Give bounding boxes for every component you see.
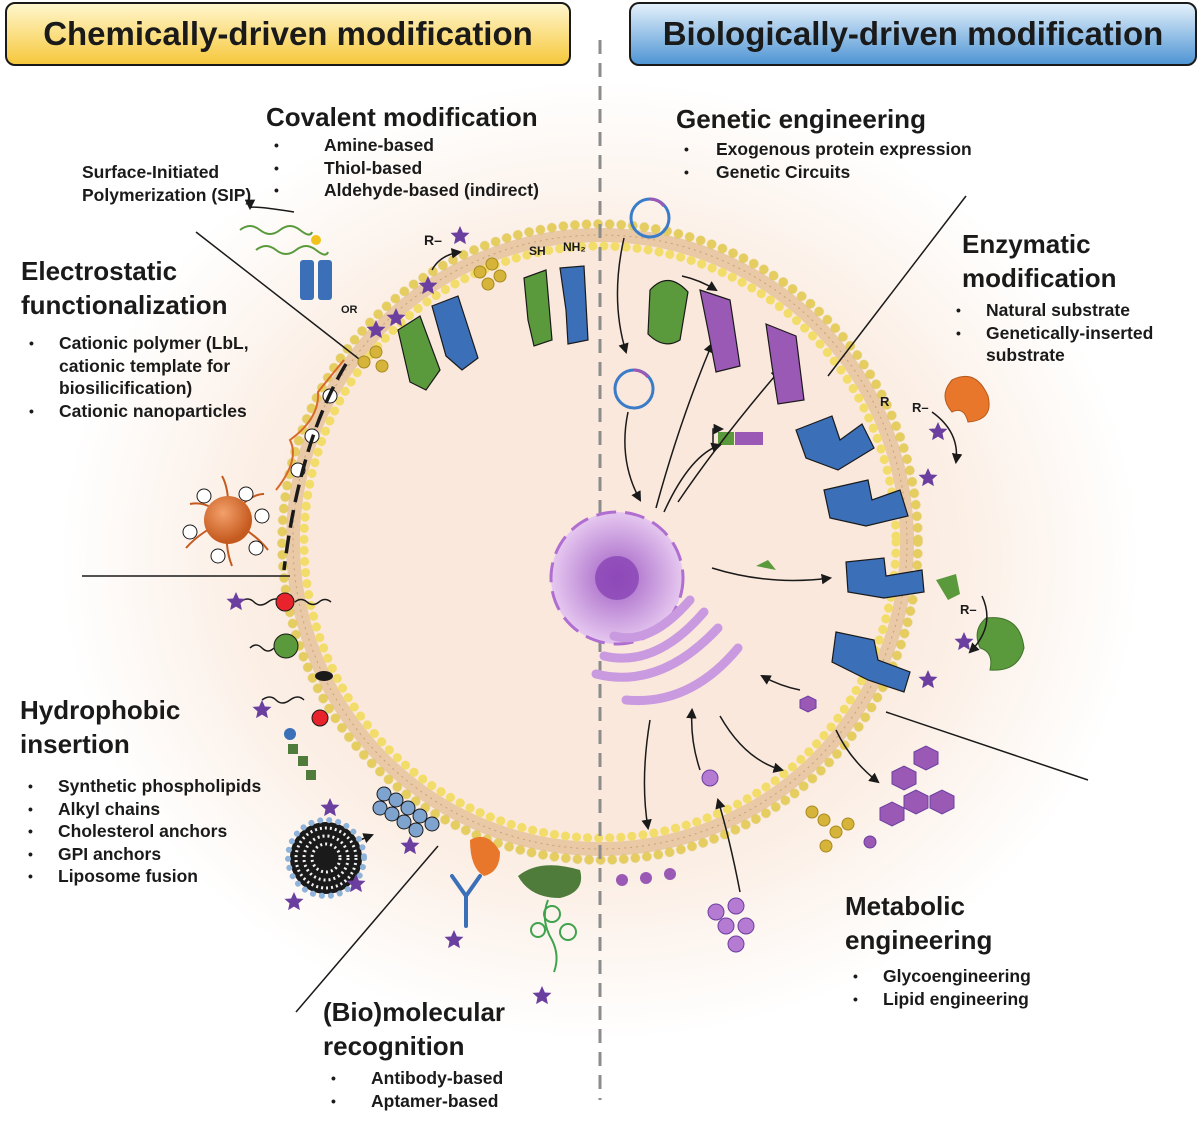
membrane-inner-heads bbox=[299, 241, 901, 843]
electrostatic-title-line2: functionalization bbox=[21, 290, 228, 320]
peptide-tag bbox=[936, 574, 960, 600]
nucleus bbox=[549, 510, 685, 646]
list-item: Amine-based bbox=[266, 134, 539, 157]
electrostatic-title-line1: Electrostatic bbox=[21, 256, 178, 286]
glycan bbox=[357, 257, 507, 373]
sip-polymer bbox=[239, 225, 332, 300]
hydrophobic-anchors bbox=[239, 592, 333, 780]
or-label: OR bbox=[341, 304, 358, 316]
protein-green bbox=[523, 269, 553, 347]
list-item: Alkyl chains bbox=[20, 798, 261, 821]
enzymatic-section: Enzymatic modification Natural substrate… bbox=[956, 227, 1192, 367]
section-separators bbox=[82, 195, 1089, 1013]
golgi-apparatus bbox=[591, 595, 743, 706]
list-item: Cationic nanoparticles bbox=[21, 400, 311, 423]
hydrophobic-title-line1: Hydrophobic bbox=[20, 695, 181, 725]
list-item: Liposome fusion bbox=[20, 865, 261, 888]
polymer-layer bbox=[282, 363, 348, 571]
recognition-title-line2: recognition bbox=[323, 1031, 465, 1061]
genetic-title: Genetic engineering bbox=[676, 104, 926, 134]
r-group-label: R– bbox=[912, 400, 929, 415]
list-item: Cationic polymer (LbL, cationic template… bbox=[21, 332, 311, 400]
genetic-engineering-section: Genetic engineering Exogenous protein ex… bbox=[676, 102, 972, 183]
protein-green bbox=[647, 279, 689, 345]
peptide-tag bbox=[756, 560, 776, 570]
list-item: Antibody-based bbox=[323, 1067, 505, 1090]
enzyme-green bbox=[976, 617, 1025, 671]
protein-blue bbox=[559, 265, 589, 345]
metabolic-section: Metabolic engineering Glycoengineering L… bbox=[845, 889, 1031, 1010]
sh-label: SH bbox=[529, 244, 546, 258]
biologically-driven-banner: Biologically-driven modification bbox=[629, 2, 1197, 66]
cationic-polymer bbox=[275, 359, 345, 491]
list-item: Thiol-based bbox=[266, 157, 539, 180]
antibody bbox=[450, 874, 482, 928]
membrane-proteins-top bbox=[397, 265, 805, 405]
sip-line-1: Surface-Initiated bbox=[82, 162, 220, 182]
protein-purple bbox=[765, 323, 805, 405]
covalent-modification-section: Covalent modification Amine-based Thiol-… bbox=[266, 100, 539, 202]
lipid-precursors bbox=[701, 769, 755, 953]
list-item: Genetically-inserted substrate bbox=[948, 322, 1192, 367]
sip-label: Surface-Initiated Polymerization (SIP) bbox=[82, 161, 251, 206]
enzyme-orange bbox=[944, 376, 990, 423]
r-group-label: R– bbox=[424, 232, 442, 248]
list-item: Genetic Circuits bbox=[676, 161, 972, 184]
gene-construct bbox=[712, 423, 763, 446]
protein-purple bbox=[699, 289, 741, 373]
nh2-label: NH₂ bbox=[563, 240, 586, 254]
list-item: Exogenous protein expression bbox=[676, 138, 972, 161]
electrostatic-section: Electrostatic functionalization Cationic… bbox=[21, 254, 311, 422]
covalent-title: Covalent modification bbox=[266, 102, 538, 132]
aptamer bbox=[530, 899, 577, 973]
list-item: Natural substrate bbox=[948, 299, 1192, 322]
hydrophobic-section: Hydrophobic insertion Synthetic phosphol… bbox=[20, 693, 261, 888]
list-item: Aptamer-based bbox=[323, 1090, 505, 1113]
metabolic-title-line2: engineering bbox=[845, 925, 993, 955]
recognition-title-line1: (Bio)molecular bbox=[323, 997, 506, 1027]
enzymatic-title-line2: modification bbox=[962, 263, 1117, 293]
sip-line-2: Polymerization (SIP) bbox=[82, 184, 252, 205]
hydrophobic-title-line2: insertion bbox=[20, 729, 130, 759]
list-item: Synthetic phospholipids bbox=[20, 775, 261, 798]
protein-blue bbox=[431, 295, 479, 371]
enzymatic-arrows bbox=[931, 411, 988, 654]
metabolic-title-line1: Metabolic bbox=[845, 891, 965, 921]
sugar-hexagons bbox=[799, 695, 955, 827]
membrane-proteins-right bbox=[795, 415, 925, 693]
r-group-label: R– bbox=[960, 602, 977, 617]
receptor-green bbox=[518, 865, 582, 898]
list-item: GPI anchors bbox=[20, 843, 261, 866]
list-item: Cholesterol anchors bbox=[20, 820, 261, 843]
list-item: Glycoengineering bbox=[845, 965, 1031, 988]
antigen bbox=[470, 836, 500, 876]
glycoengineered-glycan bbox=[805, 805, 877, 853]
liposome bbox=[285, 817, 367, 899]
lipid-engineered-heads bbox=[616, 868, 676, 886]
enzymatic-title-line1: Enzymatic bbox=[962, 229, 1091, 259]
r-group-label: R bbox=[880, 394, 890, 409]
list-item: Lipid engineering bbox=[845, 988, 1031, 1011]
recognition-section: (Bio)molecular recognition Antibody-base… bbox=[323, 995, 505, 1112]
plasmid bbox=[613, 197, 671, 410]
list-item: Aldehyde-based (indirect) bbox=[266, 179, 539, 202]
chemically-driven-banner: Chemically-driven modification bbox=[5, 2, 571, 66]
protein-green bbox=[397, 315, 441, 391]
liposome-beads bbox=[372, 786, 440, 838]
